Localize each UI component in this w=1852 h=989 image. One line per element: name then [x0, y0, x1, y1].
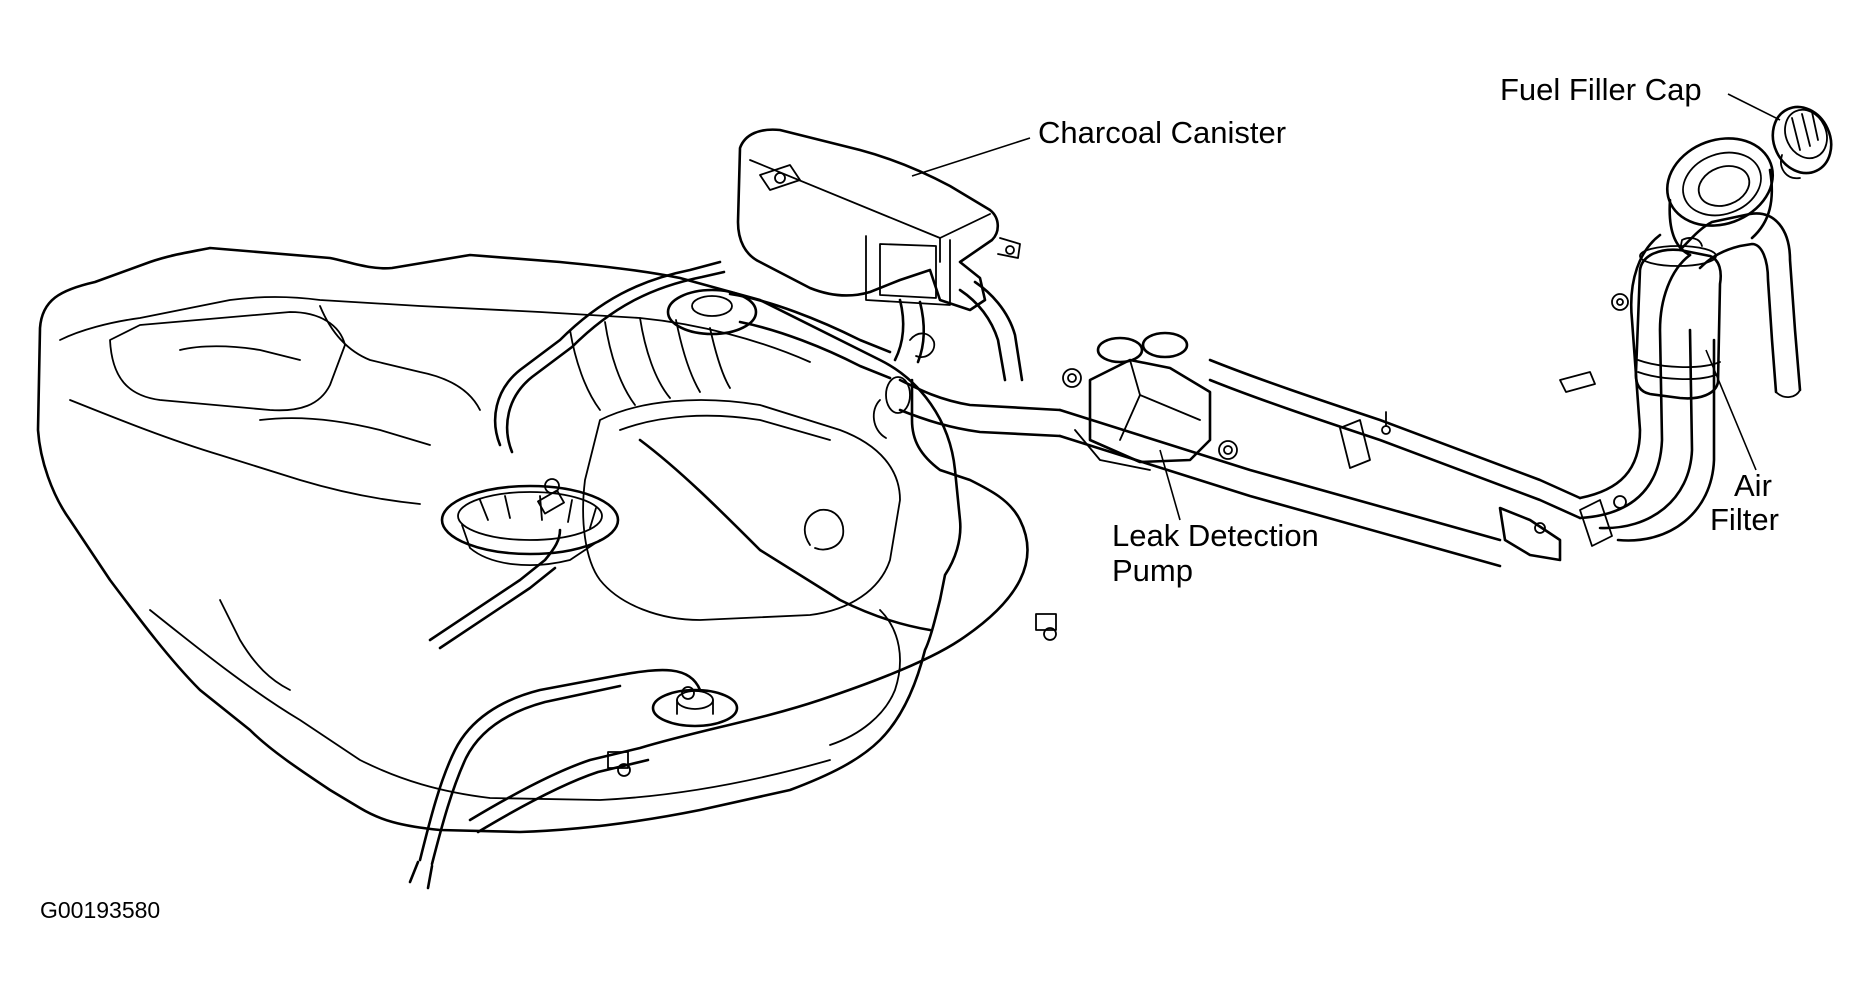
- air-filter: [1559, 237, 1722, 400]
- label-leak-detection-pump-line1: Leak Detection: [1112, 518, 1319, 553]
- pipe-clamp: [1579, 495, 1627, 547]
- leader-leak-detection-pump: [1159, 449, 1181, 521]
- label-leak-detection-pump-line2: Pump: [1112, 553, 1193, 588]
- leak-detection-pump: [1062, 331, 1238, 471]
- label-air-filter-line1: Air: [1734, 468, 1772, 503]
- fuel-pump-module: [440, 478, 620, 567]
- leader-air-filter: [1705, 349, 1757, 471]
- filler-neck: [1665, 137, 1775, 257]
- vapor-hose: [872, 332, 1062, 439]
- label-air-filter-line2: Filter: [1710, 502, 1779, 537]
- fuel-lines: [408, 260, 1057, 890]
- fuel-filler-cap: [1771, 105, 1833, 180]
- line-clip: [1035, 613, 1057, 641]
- tank-sender-unit: [651, 686, 739, 728]
- line-clip: [607, 751, 631, 777]
- figure-id: G00193580: [40, 897, 160, 923]
- pipe-clamp: [1339, 411, 1391, 469]
- leader-charcoal-canister: [911, 137, 1031, 177]
- leader-lines: [911, 93, 1781, 521]
- leader-fuel-filler-cap: [1727, 93, 1781, 121]
- charcoal-canister: [666, 128, 1024, 382]
- label-fuel-filler-cap: Fuel Filler Cap: [1500, 72, 1702, 107]
- label-charcoal-canister: Charcoal Canister: [1038, 115, 1286, 150]
- fuel-tank: [36, 246, 962, 834]
